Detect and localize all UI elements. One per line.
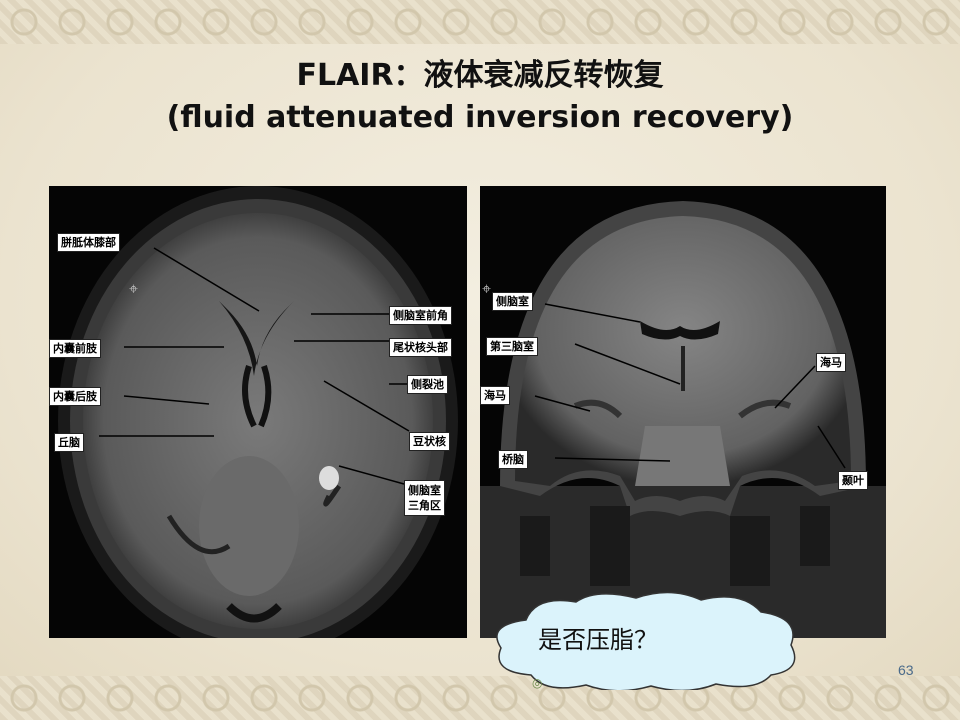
label-lateral-ventricle-anterior-horn: 侧脑室前角 <box>389 306 452 325</box>
label-thalamus: 丘脑 <box>54 433 84 452</box>
page-number: 63 <box>898 662 914 678</box>
label-third-ventricle: 第三脑室 <box>486 337 538 356</box>
decorative-border-top <box>0 0 960 44</box>
label-hippocampus-left: 海马 <box>480 386 510 405</box>
label-lentiform-nucleus: 豆状核 <box>409 432 450 451</box>
coronal-brain-illustration: ⌖ <box>480 201 886 638</box>
target-icon: ◎ <box>532 676 543 690</box>
label-hippocampus-right: 海马 <box>816 353 846 372</box>
label-internal-capsule-posterior-limb: 内囊后肢 <box>49 387 101 406</box>
axial-flair-image: ⌖ 胼胝体膝部 侧脑室前角 内囊前肢 尾状核头部 侧裂池 内囊后肢 豆状核 丘脑… <box>49 186 467 638</box>
label-sylvian-cistern: 侧裂池 <box>407 375 448 394</box>
coronal-flair-image: ⌖ 侧脑室 第三脑室 海马 海马 桥脑 颞叶 <box>480 186 886 638</box>
fat-suppression-question: 是否压脂？ <box>538 626 658 654</box>
svg-text:⌖: ⌖ <box>482 279 491 298</box>
label-trigone-line1: 侧脑室 <box>408 484 441 497</box>
label-lateral-ventricle-trigone: 侧脑室 三角区 <box>404 480 445 516</box>
label-lateral-ventricle: 侧脑室 <box>492 292 533 311</box>
axial-brain-illustration: ⌖ <box>58 186 458 638</box>
label-corpus-callosum-genu: 胼胝体膝部 <box>57 233 120 252</box>
label-temporal-lobe: 颞叶 <box>838 471 868 490</box>
svg-text:⌖: ⌖ <box>129 279 138 298</box>
label-caudate-head: 尾状核头部 <box>389 338 452 357</box>
slide-title: FLAIR：液体衰减反转恢复 <box>296 58 664 93</box>
label-internal-capsule-anterior-limb: 内囊前肢 <box>49 339 101 358</box>
slide-subtitle: (fluid attenuated inversion recovery) <box>166 100 794 135</box>
decorative-border-bottom <box>0 676 960 720</box>
label-pons: 桥脑 <box>498 450 528 469</box>
question-cloud-callout <box>496 591 796 690</box>
label-trigone-line2: 三角区 <box>408 499 441 512</box>
